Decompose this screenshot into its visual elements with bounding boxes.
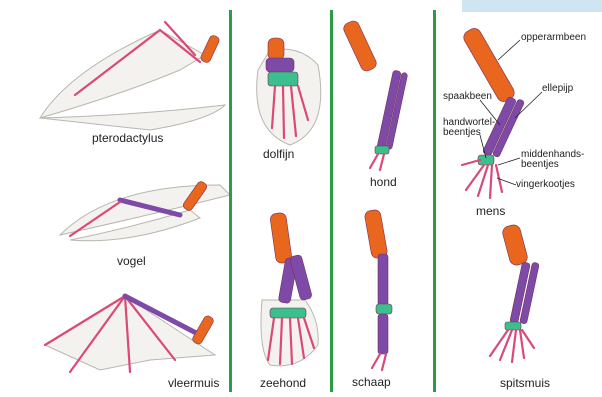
- label-vleermuis: vleermuis: [168, 377, 219, 390]
- divider-2: [330, 10, 333, 392]
- annotation-handwortel-line2: beentjes: [443, 128, 481, 139]
- label-spitsmuis: spitsmuis: [500, 377, 550, 390]
- spitsmuis-arm: [490, 223, 539, 362]
- mens-arm: [461, 26, 525, 198]
- annotation-middenhands-line2: beentjes: [521, 160, 559, 171]
- divider-1: [229, 10, 232, 392]
- annotation-spaakbeen: spaakbeen: [443, 92, 492, 103]
- annotation-ellepijp: ellepijp: [542, 84, 573, 95]
- vogel-wing: [60, 180, 230, 241]
- label-hond: hond: [370, 176, 397, 189]
- pterodactylus-wing: [40, 22, 225, 130]
- label-schaap: schaap: [352, 376, 391, 389]
- label-pterodactylus: pterodactylus: [92, 132, 163, 145]
- label-mens: mens: [476, 205, 505, 218]
- hond-leg: [342, 19, 408, 170]
- vleermuis-wing: [45, 296, 215, 372]
- label-dolfijn: dolfijn: [263, 148, 294, 161]
- label-vogel: vogel: [117, 255, 146, 268]
- annotation-vingerkootjes: vingerkootjes: [516, 180, 575, 191]
- dolfijn-flipper: [257, 38, 321, 145]
- schaap-leg: [364, 209, 392, 370]
- divider-3: [433, 10, 436, 392]
- label-zeehond: zeehond: [260, 377, 306, 390]
- annotation-opperarmbeen: opperarmbeen: [521, 33, 586, 44]
- zeehond-flipper: [261, 212, 318, 366]
